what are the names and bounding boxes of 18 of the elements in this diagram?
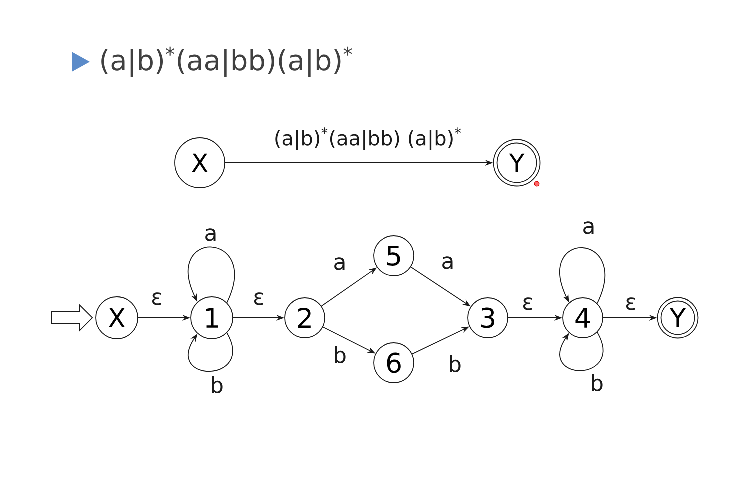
edge-label: b: [447, 354, 463, 374]
loop-arrow: [560, 248, 606, 304]
loop-arrow: [188, 332, 234, 372]
edge-label: a: [332, 256, 348, 272]
edge-label: b: [209, 375, 225, 394]
edge-label: (a|b)$^{*}$(aa|bb) (a|b)$^{*}$: [272, 126, 464, 152]
title: (a|b)$^{*}$(aa|bb)(a|b)$^{*}$: [102, 46, 352, 78]
edge-label: a: [581, 220, 597, 236]
edge-label: b: [589, 373, 605, 392]
edge-label: ε: [624, 296, 638, 312]
edge-label: ε: [150, 292, 164, 306]
edge-label: a: [203, 228, 219, 242]
loop-arrow: [560, 332, 604, 372]
edge-label: b: [332, 345, 348, 364]
edge-label: a: [440, 256, 456, 270]
loop-arrow: [188, 246, 236, 304]
edge-label: ε: [252, 292, 266, 306]
edge-label: ε: [521, 296, 535, 312]
